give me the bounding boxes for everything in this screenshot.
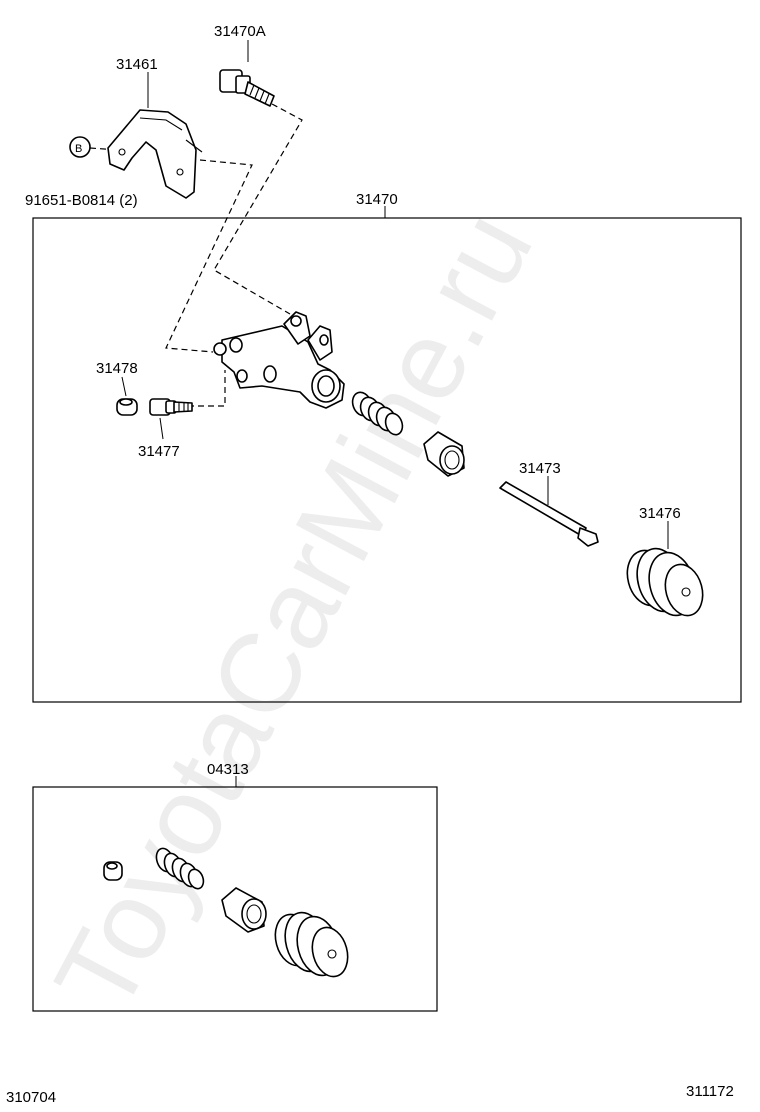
bleeder-screw-31477-icon (149, 398, 193, 416)
label-31470a: 31470A (214, 23, 266, 40)
label-31477: 31477 (138, 443, 180, 460)
push-rod-31473-icon (499, 481, 599, 547)
piston-cup-icon (423, 431, 465, 477)
bolt-31470a-icon (219, 69, 275, 107)
kit-31470-frame (32, 217, 742, 703)
label-91651-b0814: 91651-B0814 (2) (25, 192, 138, 209)
kit-piston-cup-icon (221, 887, 267, 933)
spring-icon (351, 391, 404, 436)
bleeder-path-dashed (188, 370, 226, 407)
cylinder-body-icon (213, 311, 345, 409)
kit-cap-icon (103, 861, 123, 881)
label-31470: 31470 (356, 191, 398, 208)
bracket-path-dashed (165, 159, 253, 353)
label-31473: 31473 (519, 460, 561, 477)
label-31478: 31478 (96, 360, 138, 377)
footer-left-code: 310704 (6, 1089, 56, 1106)
label-31476: 31476 (639, 505, 681, 522)
label-31461: 31461 (116, 56, 158, 73)
cap-31478-icon (116, 398, 138, 416)
bracket-31461-icon (107, 109, 203, 199)
label-04313: 04313 (207, 761, 249, 778)
boot-31476-icon (626, 547, 704, 617)
kit-spring-icon (155, 847, 205, 890)
kit-04313-frame (32, 786, 438, 1012)
callout-b-circle (69, 136, 91, 158)
kit-boot-icon (274, 911, 349, 978)
bolt-path-dashed (213, 103, 303, 315)
label-callout-b: B (75, 143, 82, 155)
footer-right-code: 311172 (686, 1083, 734, 1100)
